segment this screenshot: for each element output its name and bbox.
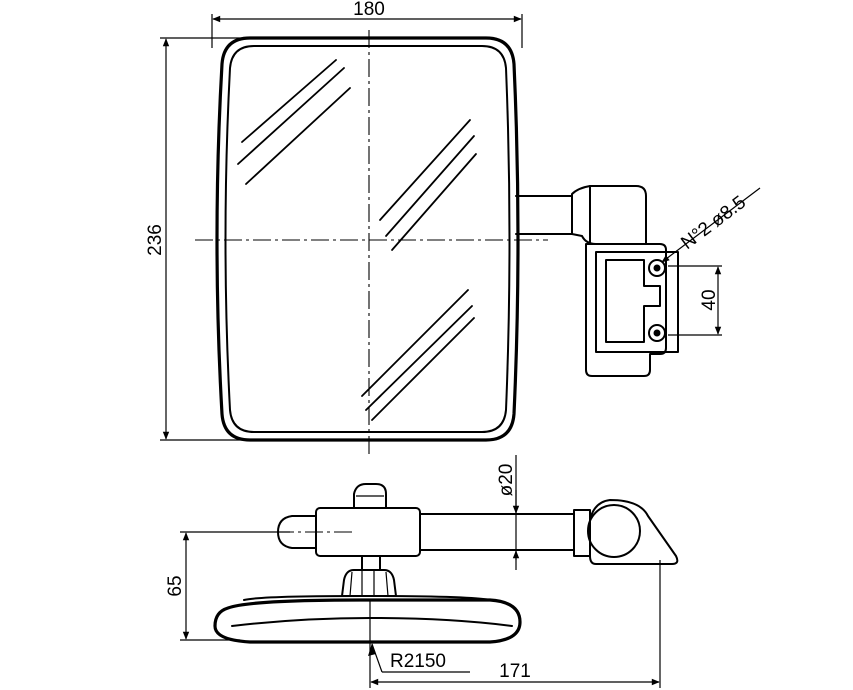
bracket-plate [595, 251, 679, 353]
arm-tube [515, 195, 573, 235]
glass-reflection-marks [237, 59, 477, 421]
mounting-hole-bottom [648, 324, 666, 342]
dim-side-depth: 171 [499, 661, 531, 682]
dim-height: 236 [145, 224, 166, 256]
dim-arm-diameter: ø20 [496, 464, 517, 497]
dim-holes-note: N°2 ø8.5 [677, 192, 750, 254]
dim-side-height: 65 [165, 575, 186, 596]
dim-radius: R2150 [390, 651, 446, 672]
top-nut [353, 483, 387, 509]
side-view: ø20 65 R2150 171 [165, 455, 679, 688]
mirror-glass [224, 45, 511, 433]
mirror-housing-outer [215, 36, 520, 442]
pivot-nut [341, 569, 397, 597]
mounting-bracket [585, 243, 667, 377]
dim-width: 180 [353, 0, 385, 20]
bracket-slot [605, 259, 661, 343]
front-view: 40 N°2 ø8.5 180 236 [145, 0, 761, 455]
bracket-side [589, 499, 679, 565]
leader-holes-note [661, 187, 761, 263]
arm-joint [571, 185, 647, 245]
arm-clamp-block [315, 507, 421, 557]
mounting-hole-top [648, 259, 666, 277]
mirror-disc-side [213, 598, 522, 644]
pivot-round [587, 504, 641, 558]
dim-hole-spacing: 40 [699, 289, 720, 310]
